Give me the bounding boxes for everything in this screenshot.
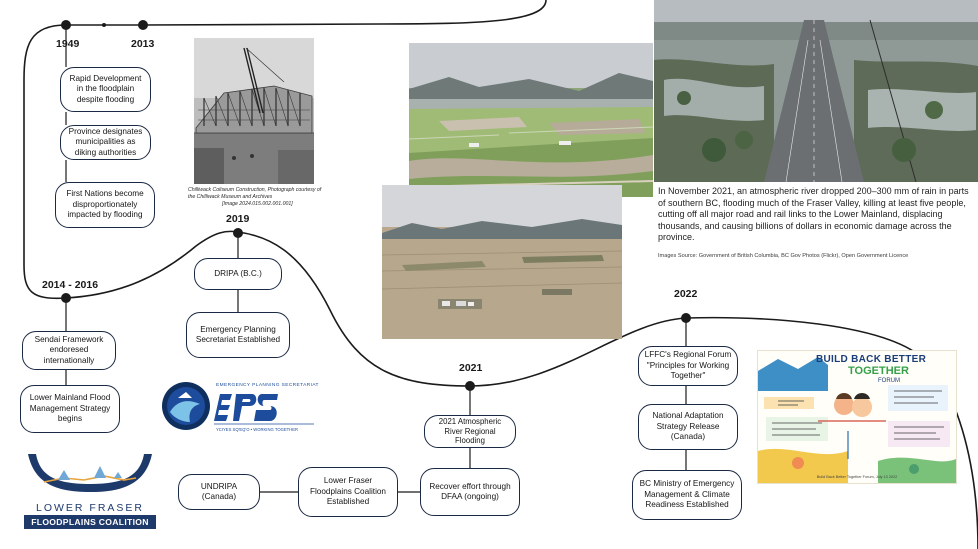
flood-highway-photo [654, 0, 978, 182]
timeline-dot-2013 [138, 20, 148, 30]
lffc-line2: FLOODPLAINS COALITION [24, 515, 156, 529]
event-rapid-development: Rapid Development in the floodplain desp… [60, 67, 151, 112]
eps-emblem [162, 382, 314, 430]
timeline-dot-2014 [61, 293, 71, 303]
event-atmospheric-river: 2021 Atmospheric River Regional Flooding [424, 415, 516, 448]
flood-aerial-photo-1 [409, 43, 653, 197]
year-2019: 2019 [226, 213, 250, 225]
timeline-dot-2019 [233, 228, 243, 238]
event-bc-ministry: BC Ministry of Emergency Management & Cl… [632, 470, 742, 520]
lffc-line1: LOWER FRASER [35, 502, 144, 514]
poster-footer: Build Back Better Together Forum, July 1… [816, 475, 898, 479]
event-recover-effort: Recover effort through DFAA (ongoing) [420, 468, 520, 516]
lffc-logo: LOWER FRASER FLOODPLAINS COALITION [24, 452, 156, 530]
timeline-dot-2021 [465, 381, 475, 391]
year-1949: 1949 [56, 38, 80, 50]
flood-aerial-photo-2 [382, 185, 622, 339]
eps-top-text: EMERGENCY PLANNING SECRETARIAT [216, 383, 319, 388]
event-lower-mainland-strategy: Lower Mainland Flood Management Strategy… [20, 385, 120, 433]
event-undripa: UNDRIPA (Canada) [178, 474, 260, 510]
canoe-icon [28, 454, 152, 492]
timeline-connector [65, 25, 687, 493]
coliseum-image-id: [Image 2024.015.002.001.001] [222, 201, 293, 207]
event-first-nations: First Nations become disproportionately … [55, 182, 155, 228]
flood-description: In November 2021, an atmospheric river d… [658, 186, 969, 243]
timeline-dot-1949 [61, 20, 71, 30]
forum-poster: BUILD BACK BETTER TOGETHER FORUM Build B… [757, 350, 957, 484]
event-lffc-forum: LFFC's Regional Forum "Principles for Wo… [638, 346, 738, 386]
year-2013: 2013 [131, 38, 155, 50]
year-2021: 2021 [459, 362, 483, 374]
event-eps-established: Emergency Planning Secretariat Establish… [186, 312, 290, 358]
coliseum-photo [194, 38, 314, 184]
forum-poster-art [758, 357, 956, 483]
images-source: Images Source: Government of British Col… [658, 253, 909, 259]
eps-logo: EMERGENCY PLANNING SECRETARIAT YCIYES SQ… [160, 378, 318, 436]
coliseum-caption: Chilliwack Coliseum Construction, Photog… [188, 187, 322, 200]
event-lffc-established: Lower Fraser Floodplains Coalition Estab… [298, 467, 398, 517]
poster-title-line3: FORUM [878, 378, 900, 384]
poster-title-line1: BUILD BACK BETTER [816, 354, 927, 365]
event-national-strategy: National Adaptation Strategy Release (Ca… [638, 404, 738, 450]
event-sendai: Sendai Framework endoresed international… [22, 331, 116, 370]
year-2022: 2022 [674, 288, 698, 300]
event-province-designates: Province designates municipalities as di… [60, 125, 151, 160]
eps-bottom-text: YCIYES SQ'EQ'O • WORKING TOGETHER [216, 427, 299, 432]
event-dripa: DRIPA (B.C.) [194, 258, 282, 290]
timeline-line [23, 0, 978, 549]
poster-title-line2: TOGETHER [848, 365, 909, 377]
timeline-dot-small [102, 23, 106, 27]
year-2014-2016: 2014 - 2016 [42, 279, 99, 291]
timeline-dot-2022 [681, 313, 691, 323]
